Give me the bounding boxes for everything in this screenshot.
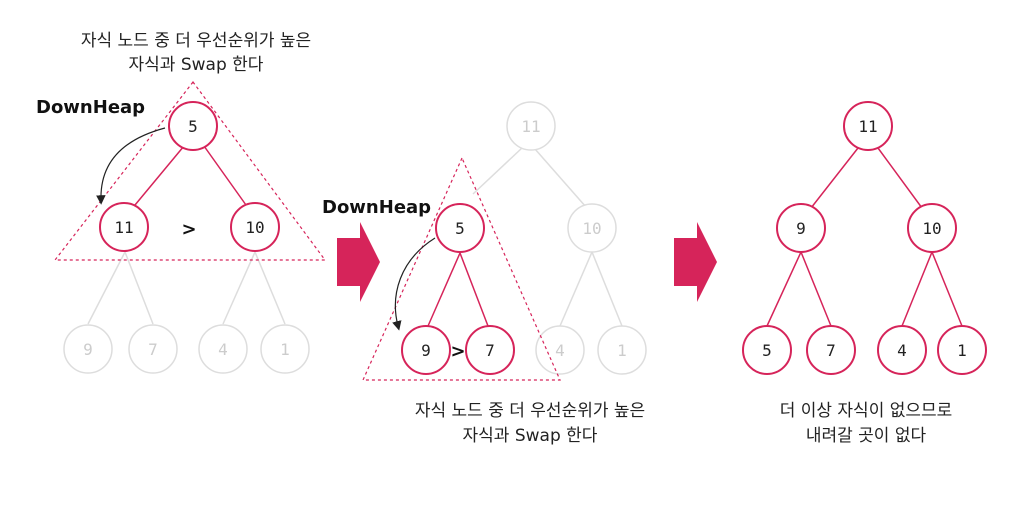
node-faded xyxy=(597,325,647,375)
node-label: 4 xyxy=(555,341,565,360)
node-left-child: 9 xyxy=(401,325,451,375)
node-label: 1 xyxy=(617,341,627,360)
node-label: 11 xyxy=(521,117,540,136)
panel-1: 자식 노드 중 더 우선순위가 높은 자식과 Swap 한다 DownHeap … xyxy=(36,31,327,374)
panel1-caption-line2: 자식과 Swap 한다 xyxy=(129,55,264,75)
svg-text:5: 5 xyxy=(455,219,465,238)
edge xyxy=(124,251,154,325)
node-label: 4 xyxy=(897,341,907,360)
node-label: 10 xyxy=(582,219,601,238)
panel-3: 11 9 10 5 7 4 1 더 이상 자식이 없으므로 내려갈 곳이 없다 xyxy=(742,101,987,446)
node-label: 7 xyxy=(826,341,836,360)
node-label: 4 xyxy=(218,340,228,359)
node-rr xyxy=(937,325,987,375)
edge xyxy=(766,251,802,327)
node-faded xyxy=(128,324,178,374)
edge xyxy=(472,147,523,195)
edge xyxy=(254,251,286,325)
panel-2: DownHeap 11 10 4 1 xyxy=(322,101,647,446)
subtree-highlight-triangle xyxy=(53,81,327,261)
svg-text:9: 9 xyxy=(421,341,431,360)
swap-arrow-icon xyxy=(392,237,436,331)
node-faded xyxy=(567,203,617,253)
node-label: 9 xyxy=(796,219,806,238)
node-label: 10 xyxy=(922,219,941,238)
panel3-caption-line2: 내려갈 곳이 없다 xyxy=(806,426,927,446)
panel2-caption-line2: 자식과 Swap 한다 xyxy=(463,426,598,446)
svg-text:10: 10 xyxy=(245,218,264,237)
svg-text:5: 5 xyxy=(188,117,198,136)
edge xyxy=(901,251,933,327)
edge xyxy=(559,251,593,327)
edge xyxy=(87,251,126,325)
node-left: 11 xyxy=(99,202,149,252)
edge xyxy=(877,147,923,209)
node-right: 10 xyxy=(230,202,280,252)
node-label: 1 xyxy=(957,341,967,360)
edge xyxy=(931,251,963,327)
node-lr xyxy=(806,325,856,375)
node-label: 11 xyxy=(858,117,877,136)
edge xyxy=(459,252,489,327)
node-faded xyxy=(535,325,585,375)
node-label: 5 xyxy=(762,341,772,360)
edge xyxy=(203,145,247,206)
edge xyxy=(800,251,832,327)
edge xyxy=(427,252,461,327)
panel1-caption-line1: 자식 노드 중 더 우선순위가 높은 xyxy=(81,31,311,51)
node-current: 5 xyxy=(435,203,485,253)
edge xyxy=(222,251,256,325)
node-rl xyxy=(877,325,927,375)
node-right xyxy=(907,203,957,253)
right-arrow-icon xyxy=(674,222,717,302)
right-arrow-icon xyxy=(337,222,380,302)
node-left xyxy=(776,203,826,253)
node-ll xyxy=(742,325,792,375)
node-right-child: 7 xyxy=(465,325,515,375)
compare-symbol: > xyxy=(450,341,465,362)
node-root: 5 xyxy=(168,101,218,151)
edge xyxy=(534,148,587,208)
node-faded xyxy=(506,101,556,151)
svg-text:11: 11 xyxy=(114,218,133,237)
node-root xyxy=(843,101,893,151)
swap-arrow-icon xyxy=(96,127,166,205)
node-label: 9 xyxy=(83,340,93,359)
node-faded xyxy=(63,324,113,374)
subtree-highlight-triangle xyxy=(362,156,561,381)
panel3-caption-line1: 더 이상 자식이 없으므로 xyxy=(780,401,953,421)
edge xyxy=(810,147,859,209)
node-label: 1 xyxy=(280,340,290,359)
compare-symbol: > xyxy=(181,219,196,240)
node-faded xyxy=(198,324,248,374)
panel2-caption-line1: 자식 노드 중 더 우선순위가 높은 xyxy=(415,401,645,421)
edge xyxy=(591,251,623,327)
panel2-downheap-label: DownHeap xyxy=(322,197,431,218)
svg-text:7: 7 xyxy=(485,341,495,360)
node-label: 7 xyxy=(148,340,158,359)
edge xyxy=(134,145,185,206)
panel1-downheap-label: DownHeap xyxy=(36,97,145,118)
node-faded xyxy=(260,324,310,374)
